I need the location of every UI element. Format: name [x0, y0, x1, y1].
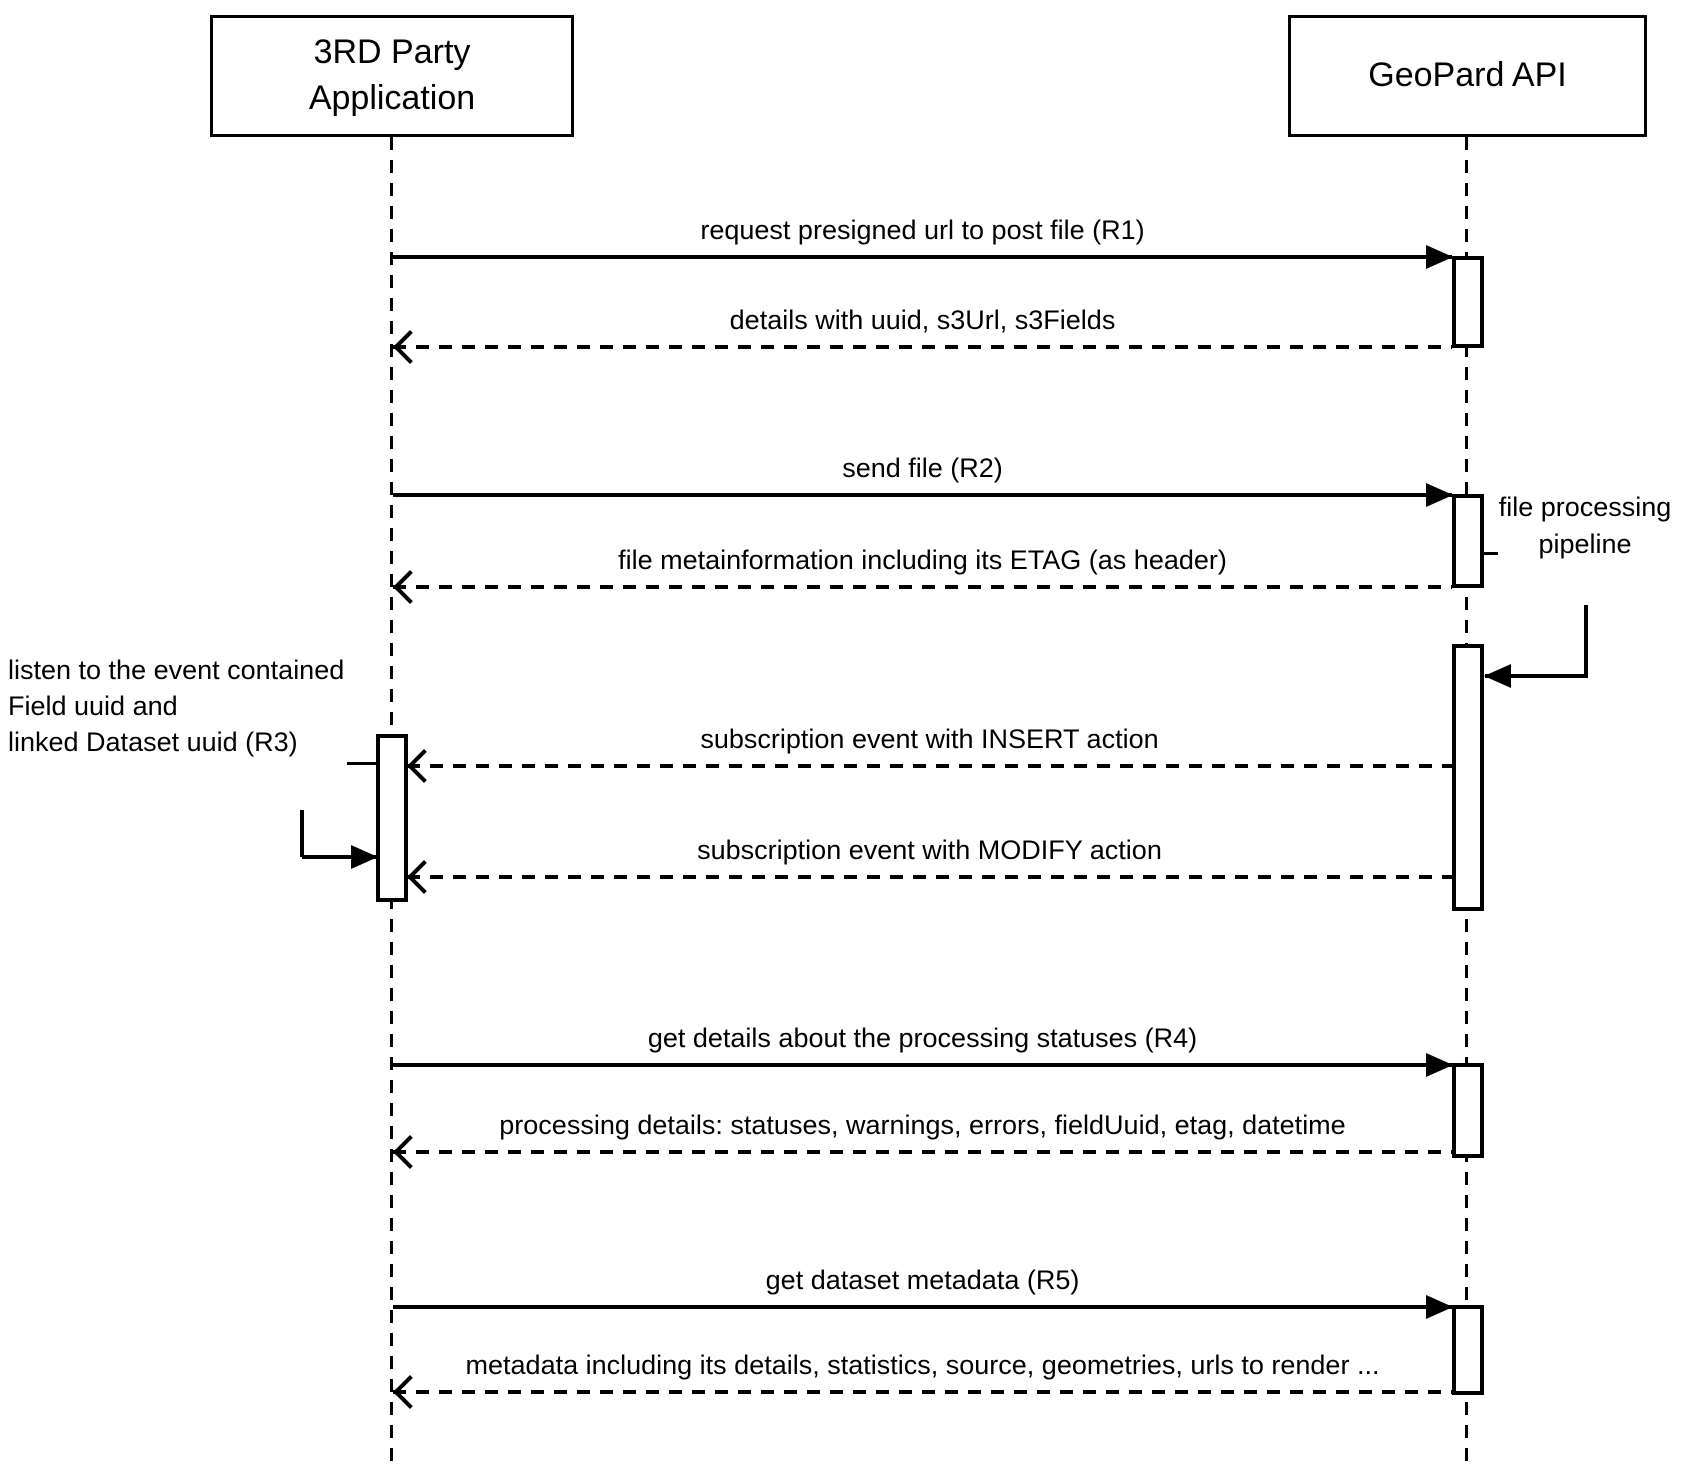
note-line: Field uuid and — [8, 691, 178, 721]
message-line — [393, 1390, 1452, 1394]
elbow-line — [302, 855, 377, 859]
message-line — [393, 1150, 1452, 1154]
message-line — [393, 1063, 1452, 1067]
arrowhead-filled-right-icon — [1426, 483, 1453, 507]
actor-label: GeoPard API — [1368, 56, 1567, 95]
activation-bar-listen-r3 — [376, 734, 408, 902]
activation-bar-r1 — [1452, 256, 1484, 348]
actor-box-geopard-api: GeoPard API — [1288, 15, 1647, 137]
actor-box-third-party-application: 3RD Party Application — [210, 15, 574, 137]
message-label: metadata including its details, statisti… — [465, 1350, 1380, 1380]
message-label: subscription event with MODIFY action — [697, 835, 1162, 865]
message-line — [393, 493, 1452, 497]
actor-label: 3RD Party Application — [308, 33, 476, 117]
note-pipeline-connector-line — [1484, 552, 1498, 555]
elbow-line — [1485, 674, 1588, 678]
note-file-processing-pipeline: file processing pipeline — [1490, 489, 1680, 563]
note-listen-connector-line — [347, 762, 377, 765]
note-line: file processing pipeline — [1498, 492, 1672, 559]
message-line — [393, 345, 1452, 349]
arrowhead-filled-right-icon — [1426, 245, 1453, 269]
note-listen-r3: listen to the event contained Field uuid… — [8, 652, 353, 760]
note-line: linked Dataset uuid (R3) — [8, 727, 298, 757]
message-label: file metainformation including its ETAG … — [618, 545, 1227, 575]
note-listen-elbow-vertical — [300, 810, 304, 857]
message-label: processing details: statuses, warnings, … — [499, 1110, 1346, 1140]
message-label: request presigned url to post file (R1) — [700, 215, 1145, 245]
activation-bar-r2 — [1452, 494, 1484, 588]
message-label: details with uuid, s3Url, s3Fields — [729, 305, 1116, 335]
note-pipeline-elbow-vertical — [1584, 605, 1588, 676]
activation-bar-r4 — [1452, 1063, 1484, 1158]
message-line — [393, 1305, 1452, 1309]
message-label: subscription event with INSERT action — [700, 724, 1159, 754]
activation-bar-pipeline — [1452, 644, 1484, 911]
message-label: send file (R2) — [842, 453, 1003, 483]
activation-bar-r5 — [1452, 1305, 1484, 1395]
message-line — [393, 255, 1452, 259]
message-label: get details about the processing statuse… — [647, 1023, 1198, 1053]
message-line — [393, 585, 1452, 589]
arrowhead-filled-right-icon — [351, 845, 378, 869]
message-label: get dataset metadata (R5) — [765, 1265, 1080, 1295]
arrowhead-filled-left-icon — [1484, 664, 1511, 688]
note-line: listen to the event contained — [8, 655, 345, 685]
message-line — [407, 875, 1452, 879]
arrowhead-filled-right-icon — [1426, 1295, 1453, 1319]
message-line — [407, 764, 1452, 768]
arrowhead-filled-right-icon — [1426, 1053, 1453, 1077]
